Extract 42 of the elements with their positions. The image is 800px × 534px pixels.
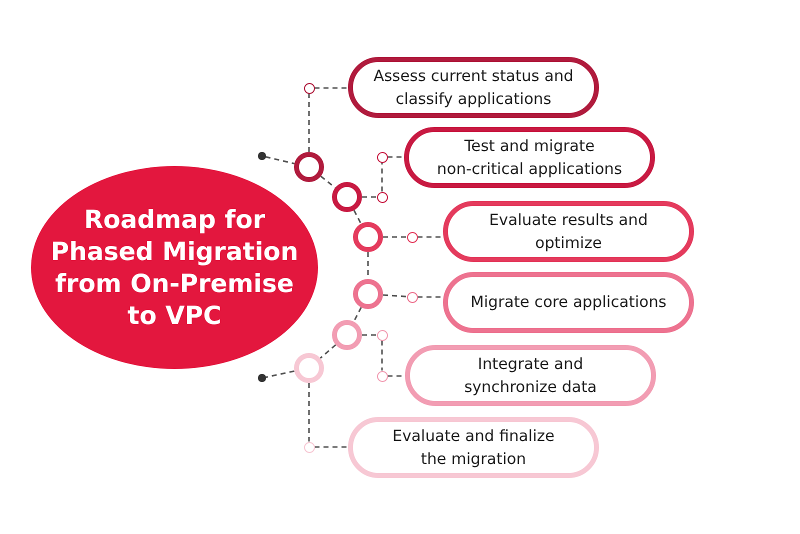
dashed-connector — [418, 296, 443, 298]
small-ring — [376, 330, 388, 340]
small-ring — [304, 82, 314, 94]
step-label: Evaluate and finalize the migration — [391, 426, 556, 470]
step-label: Integrate and synchronize data — [463, 354, 598, 398]
small-ring — [406, 292, 418, 302]
dashed-connector — [388, 156, 404, 158]
dashed-connector — [383, 236, 406, 238]
small-ring — [304, 442, 314, 452]
small-ring — [406, 232, 418, 242]
ring — [294, 353, 324, 383]
dashed-connector — [314, 87, 348, 89]
dashed-connector — [320, 176, 336, 188]
dashed-connector — [418, 236, 443, 238]
ring — [353, 222, 383, 252]
end-dot — [258, 152, 266, 160]
ring — [353, 279, 383, 309]
small-ring — [376, 192, 388, 202]
dashed-connector — [381, 162, 383, 192]
dashed-connector — [265, 156, 295, 164]
ring — [332, 182, 362, 212]
step-label: Evaluate results and optimize — [488, 210, 649, 254]
dashed-connector — [362, 196, 376, 198]
small-ring — [376, 370, 388, 382]
ring — [294, 152, 324, 182]
title-text: Roadmap for Phased Migration from On-Premise to VPC — [50, 204, 300, 332]
dashed-connector — [353, 210, 362, 224]
step-label: Test and migrate non-critical applications — [436, 136, 624, 180]
step-label: Migrate core applications — [469, 292, 668, 313]
dashed-connector — [353, 307, 362, 322]
dashed-connector — [308, 383, 310, 442]
step-label: Assess current status and classify applications — [372, 66, 574, 110]
dashed-connector — [265, 370, 294, 378]
dashed-connector — [314, 446, 348, 448]
dashed-connector — [308, 94, 310, 152]
dashed-connector — [381, 340, 383, 370]
dashed-connector — [362, 334, 376, 336]
dashed-connector — [382, 294, 407, 298]
ring — [332, 320, 362, 350]
end-dot — [258, 374, 266, 382]
small-ring — [376, 152, 388, 162]
dashed-connector — [320, 344, 336, 359]
